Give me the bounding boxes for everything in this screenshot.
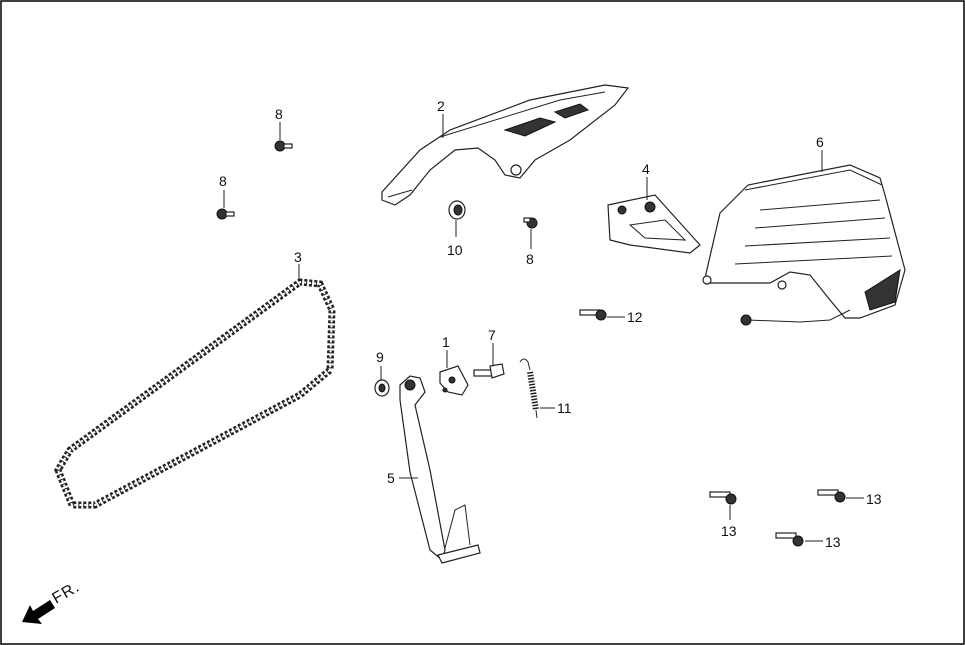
bolt-12 (579, 309, 607, 321)
label-2: 2 (437, 98, 445, 114)
label-7: 7 (488, 327, 496, 343)
label-9: 9 (376, 349, 384, 365)
bolt-13a (709, 491, 737, 505)
front-direction-label: FR. (50, 578, 83, 607)
chain-slider-4 (607, 194, 701, 254)
label-13c: 13 (825, 534, 841, 550)
chain-guard-6 (702, 164, 906, 326)
drive-chain-3 (54, 278, 336, 509)
nut-9 (374, 379, 390, 397)
spring-11 (519, 358, 539, 419)
label-3: 3 (294, 249, 302, 265)
label-5: 5 (387, 470, 395, 486)
side-stand-5 (399, 375, 481, 564)
bolt-8b (216, 208, 235, 220)
collar-10 (448, 200, 466, 220)
label-8b: 8 (219, 173, 227, 189)
bolt-8a (274, 140, 293, 152)
bracket-1 (439, 365, 469, 396)
label-11: 11 (557, 400, 572, 416)
bolt-8c (523, 217, 538, 229)
label-4: 4 (642, 161, 650, 177)
label-12: 12 (627, 309, 643, 325)
label-10: 10 (447, 242, 463, 258)
label-8c: 8 (526, 251, 534, 267)
label-6: 6 (816, 134, 824, 150)
bolt-13c (775, 532, 804, 547)
bolt-7 (473, 363, 505, 379)
label-13b: 13 (866, 491, 882, 507)
bolt-13b (817, 489, 846, 503)
label-1: 1 (442, 334, 450, 350)
chain-cover-upper (381, 84, 630, 206)
front-direction-arrow-icon (22, 600, 55, 624)
label-13a: 13 (721, 523, 737, 539)
label-8a: 8 (275, 106, 283, 122)
